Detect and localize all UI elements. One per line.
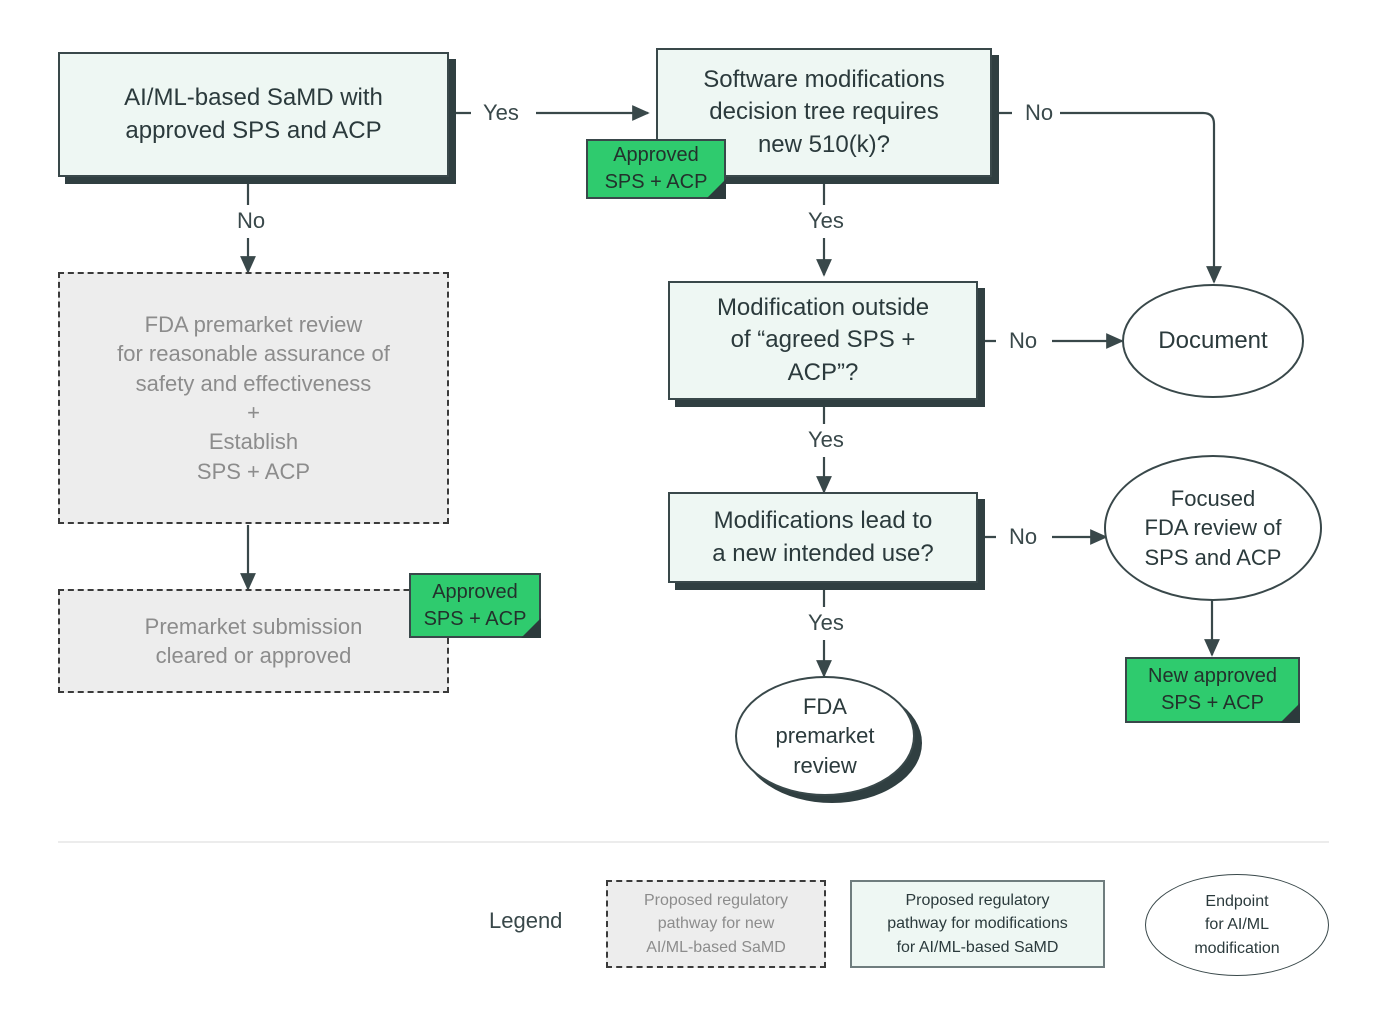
legend-item-mint: Proposed regulatory pathway for modifica… <box>850 880 1105 968</box>
legend-item-mint-line-1: Proposed regulatory <box>905 891 1050 909</box>
note-approved-sps-acp-left-line-2: SPS + ACP <box>423 607 527 630</box>
node-focused-fda-review-line-3: SPS and ACP <box>1144 544 1282 570</box>
node-decision-tree-510k-line-2: decision tree requires <box>709 98 939 126</box>
note-fold-corner-icon <box>706 179 726 199</box>
legend-item-ellipse-line-2: for AI/ML <box>1204 916 1270 934</box>
edge-label-yes-intended-to-premarket: Yes <box>803 610 849 636</box>
node-new-intended-use-line-2: a new intended use? <box>712 539 934 567</box>
node-premarket-cleared[interactable]: Premarket submission cleared or approved <box>58 589 449 693</box>
note-approved-sps-acp-top-line-2: SPS + ACP <box>604 171 708 193</box>
node-fda-premarket-review-establish[interactable]: FDA premarket review for reasonable assu… <box>58 272 449 524</box>
legend-item-ellipse: Endpoint for AI/ML modification <box>1145 874 1329 976</box>
note-new-approved-line-1: New approved <box>1148 665 1277 688</box>
node-decision-tree-510k-line-3: new 510(k)? <box>757 130 891 158</box>
node-modification-outside-line-3: ACP”? <box>787 358 859 386</box>
node-modification-outside[interactable]: Modification outside of “agreed SPS + AC… <box>668 281 978 400</box>
node-focused-fda-review-line-2: FDA review of <box>1144 515 1282 541</box>
note-new-approved-line-2: SPS + ACP <box>1161 692 1264 714</box>
note-approved-sps-acp-left-line-1: Approved <box>432 580 518 603</box>
edge-label-yes-samd-to-decision: Yes <box>478 100 524 126</box>
legend-title: Legend <box>489 908 563 933</box>
node-decision-tree-510k[interactable]: Software modifications decision tree req… <box>656 48 992 177</box>
legend-item-dashed-line-2: pathway for new <box>657 915 775 933</box>
node-modification-outside-line-2: of “agreed SPS + <box>730 326 916 354</box>
node-new-intended-use-line-1: Modifications lead to <box>713 507 933 535</box>
edge-label-no-samd-to-fda: No <box>232 208 271 234</box>
node-fda-endpoint-line-2: premarket <box>775 723 875 749</box>
node-fda-premarket-line-3: safety and effectiveness <box>135 370 372 396</box>
node-premarket-cleared-line-2: cleared or approved <box>155 643 352 668</box>
node-document[interactable]: Document <box>1122 284 1304 398</box>
note-new-approved-sps-acp: New approved SPS + ACP <box>1125 657 1300 723</box>
node-samd-approved-line-1: AI/ML-based SaMD with <box>124 84 383 112</box>
note-fold-corner-icon <box>521 618 541 638</box>
edge-label-yes-modification-to-intended: Yes <box>803 427 849 453</box>
note-approved-sps-acp-top-line-1: Approved <box>613 144 699 167</box>
node-fda-endpoint-line-1: FDA <box>802 693 847 719</box>
note-fold-corner-icon <box>1280 703 1300 723</box>
note-approved-sps-acp-left: Approved SPS + ACP <box>409 573 541 638</box>
node-premarket-cleared-line-1: Premarket submission <box>144 613 363 639</box>
node-fda-premarket-line-4: + <box>247 400 260 425</box>
legend-item-ellipse-line-1: Endpoint <box>1205 892 1269 910</box>
node-samd-approved[interactable]: AI/ML-based SaMD with approved SPS and A… <box>58 52 449 177</box>
node-fda-premarket-line-1: FDA premarket review <box>144 311 363 337</box>
node-fda-premarket-review-endpoint[interactable]: FDA premarket review <box>735 676 915 796</box>
legend-item-dashed-line-3: AI/ML-based SaMD <box>646 938 786 956</box>
node-decision-tree-510k-line-1: Software modifications <box>703 66 945 94</box>
node-fda-premarket-line-2: for reasonable assurance of <box>117 341 390 367</box>
node-fda-endpoint-line-3: review <box>793 752 857 778</box>
edge-label-yes-decision-to-modification: Yes <box>803 208 849 234</box>
edge-decision-to-document <box>1060 111 1222 284</box>
node-focused-fda-review-line-1: Focused <box>1170 485 1256 511</box>
node-focused-fda-review[interactable]: Focused FDA review of SPS and ACP <box>1104 455 1322 601</box>
edge-label-no-modification-to-document: No <box>1004 328 1043 354</box>
node-samd-approved-line-2: approved SPS and ACP <box>125 116 382 144</box>
note-approved-sps-acp-top: Approved SPS + ACP <box>586 139 726 199</box>
edge-label-no-decision-to-document: No <box>1020 100 1059 126</box>
legend-item-ellipse-line-3: modification <box>1194 939 1280 957</box>
legend-divider <box>58 841 1329 843</box>
legend-item-mint-line-3: for AI/ML-based SaMD <box>896 938 1059 956</box>
node-document-label: Document <box>1158 326 1268 354</box>
legend-item-mint-line-2: pathway for modifications <box>887 915 1068 933</box>
node-fda-premarket-line-6: SPS + ACP <box>196 458 311 484</box>
node-modification-outside-line-1: Modification outside <box>716 294 930 322</box>
legend-item-dashed: Proposed regulatory pathway for new AI/M… <box>606 880 826 968</box>
node-new-intended-use[interactable]: Modifications lead to a new intended use… <box>668 492 978 583</box>
legend-item-dashed-line-1: Proposed regulatory <box>643 891 789 909</box>
node-fda-premarket-line-5: Establish <box>208 429 299 455</box>
edge-label-no-intended-to-focused: No <box>1004 524 1043 550</box>
